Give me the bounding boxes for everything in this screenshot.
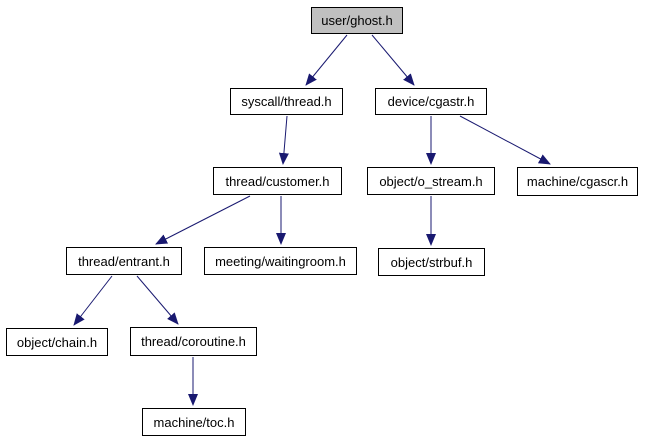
graph-node-machine-cgascr[interactable]: machine/cgascr.h bbox=[517, 167, 638, 196]
edge-thread-entrant-to-thread-coroutine bbox=[136, 275, 179, 325]
graph-node-object-strbuf[interactable]: object/strbuf.h bbox=[378, 248, 485, 276]
graph-node-machine-toc[interactable]: machine/toc.h bbox=[142, 408, 246, 436]
edge-user-ghost-to-syscall-thread bbox=[305, 34, 348, 86]
edge-thread-customer-to-thread-entrant bbox=[155, 195, 251, 245]
edge-syscall-thread-to-thread-customer bbox=[278, 115, 289, 165]
edge-thread-entrant-to-object-chain bbox=[73, 275, 113, 326]
edge-device-cgastr-to-machine-cgascr bbox=[459, 115, 551, 165]
graph-node-object-o-stream[interactable]: object/o_stream.h bbox=[367, 167, 495, 195]
graph-node-syscall-thread[interactable]: syscall/thread.h bbox=[230, 88, 343, 115]
graph-node-object-chain[interactable]: object/chain.h bbox=[6, 328, 108, 356]
graph-node-user-ghost: user/ghost.h bbox=[311, 7, 403, 34]
graph-node-thread-customer[interactable]: thread/customer.h bbox=[213, 167, 342, 195]
edge-user-ghost-to-device-cgastr bbox=[371, 34, 415, 86]
graph-node-device-cgastr[interactable]: device/cgastr.h bbox=[375, 88, 487, 115]
graph-node-meeting-waitingroom[interactable]: meeting/waitingroom.h bbox=[204, 247, 357, 275]
graph-node-thread-entrant[interactable]: thread/entrant.h bbox=[66, 247, 182, 275]
graph-node-thread-coroutine[interactable]: thread/coroutine.h bbox=[130, 327, 257, 356]
